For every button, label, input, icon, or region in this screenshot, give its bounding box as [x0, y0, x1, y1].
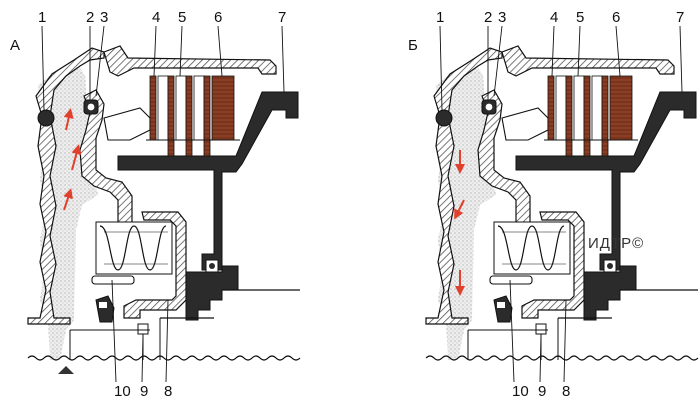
callout-10: 10: [512, 383, 529, 400]
leader-line-9: [539, 333, 542, 383]
callout-7: 7: [278, 9, 286, 26]
leader-line-10: [509, 279, 515, 383]
callout-8: 8: [164, 383, 172, 400]
watermark: ИДТР©: [588, 235, 644, 252]
oil-flow-arrow: [454, 199, 465, 220]
leader-line-6: [217, 25, 223, 77]
leader-line-6: [615, 25, 621, 77]
leader-line-7: [679, 25, 683, 93]
callout-2: 2: [484, 9, 492, 26]
callout-3: 3: [100, 9, 108, 26]
leader-line-7: [281, 25, 285, 93]
leader-line-5: [577, 25, 581, 77]
panel-label: Б: [408, 37, 418, 54]
leader-line-8: [563, 299, 567, 383]
callout-3: 3: [498, 9, 506, 26]
callout-6: 6: [214, 9, 222, 26]
leader-line-8: [165, 299, 169, 383]
oil-flow-arrow: [63, 188, 73, 211]
clutch-cross-section: [425, 45, 699, 361]
callout-2: 2: [86, 9, 94, 26]
leader-line-9: [141, 333, 144, 383]
clutch-cross-section: [27, 45, 301, 361]
callout-9: 9: [140, 383, 148, 400]
leader-line-3: [95, 25, 105, 97]
leader-line-1: [41, 25, 45, 111]
callout-4: 4: [152, 9, 160, 26]
oil-flow-arrow: [71, 144, 82, 171]
callout-8: 8: [562, 383, 570, 400]
callout-10: 10: [114, 383, 131, 400]
callout-4: 4: [550, 9, 558, 26]
leader-line-4: [551, 25, 555, 77]
oil-flow-arrow: [63, 108, 74, 131]
callout-5: 5: [576, 9, 584, 26]
callout-7: 7: [676, 9, 684, 26]
callout-5: 5: [178, 9, 186, 26]
callout-1: 1: [436, 9, 444, 26]
callout-9: 9: [538, 383, 546, 400]
panel-label: А: [10, 37, 20, 54]
leader-line-3: [493, 25, 503, 97]
callout-1: 1: [38, 9, 46, 26]
leader-line-5: [179, 25, 183, 77]
leader-line-10: [111, 279, 117, 383]
pressure-inlet-icon: [58, 366, 74, 374]
callout-6: 6: [612, 9, 620, 26]
leader-line-1: [439, 25, 443, 111]
leader-line-4: [153, 25, 157, 77]
